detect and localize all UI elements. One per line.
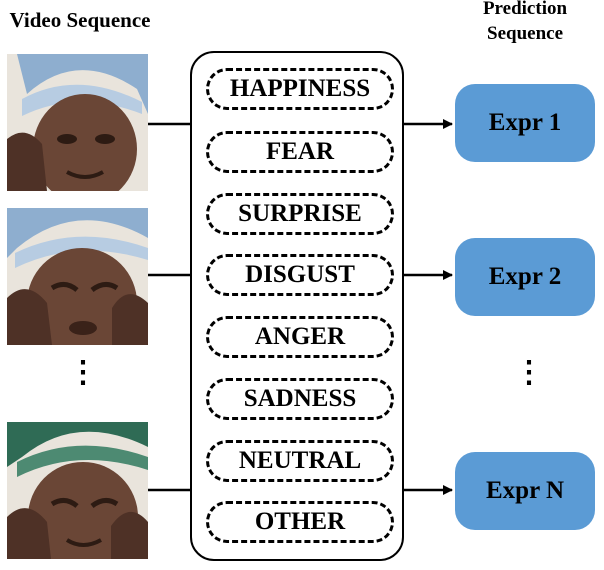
- class-happiness: HAPPINESS: [206, 68, 394, 110]
- prediction-sequence-title: Prediction Sequence: [462, 0, 588, 46]
- video-frame-1: [7, 54, 148, 191]
- class-sadness: SADNESS: [206, 378, 394, 420]
- prediction-expr-2: Expr 2: [455, 238, 595, 316]
- class-surprise: SURPRISE: [206, 193, 394, 235]
- video-frame-2: [7, 208, 148, 345]
- class-anger: ANGER: [206, 316, 394, 358]
- class-neutral: NEUTRAL: [206, 440, 394, 482]
- class-other: OTHER: [206, 501, 394, 543]
- prediction-ellipsis: ⋮: [514, 356, 544, 389]
- prediction-title-line1: Prediction: [482, 0, 568, 19]
- video-sequence-title: Video Sequence: [9, 8, 151, 32]
- prediction-expr-1: Expr 1: [455, 84, 595, 162]
- prediction-expr-n: Expr N: [455, 452, 595, 530]
- class-disgust: DISGUST: [206, 254, 394, 296]
- video-frame-n: [7, 422, 148, 559]
- class-fear: FEAR: [206, 131, 394, 173]
- expression-classes-container: [190, 51, 404, 561]
- prediction-title-line2: Sequence: [487, 23, 563, 44]
